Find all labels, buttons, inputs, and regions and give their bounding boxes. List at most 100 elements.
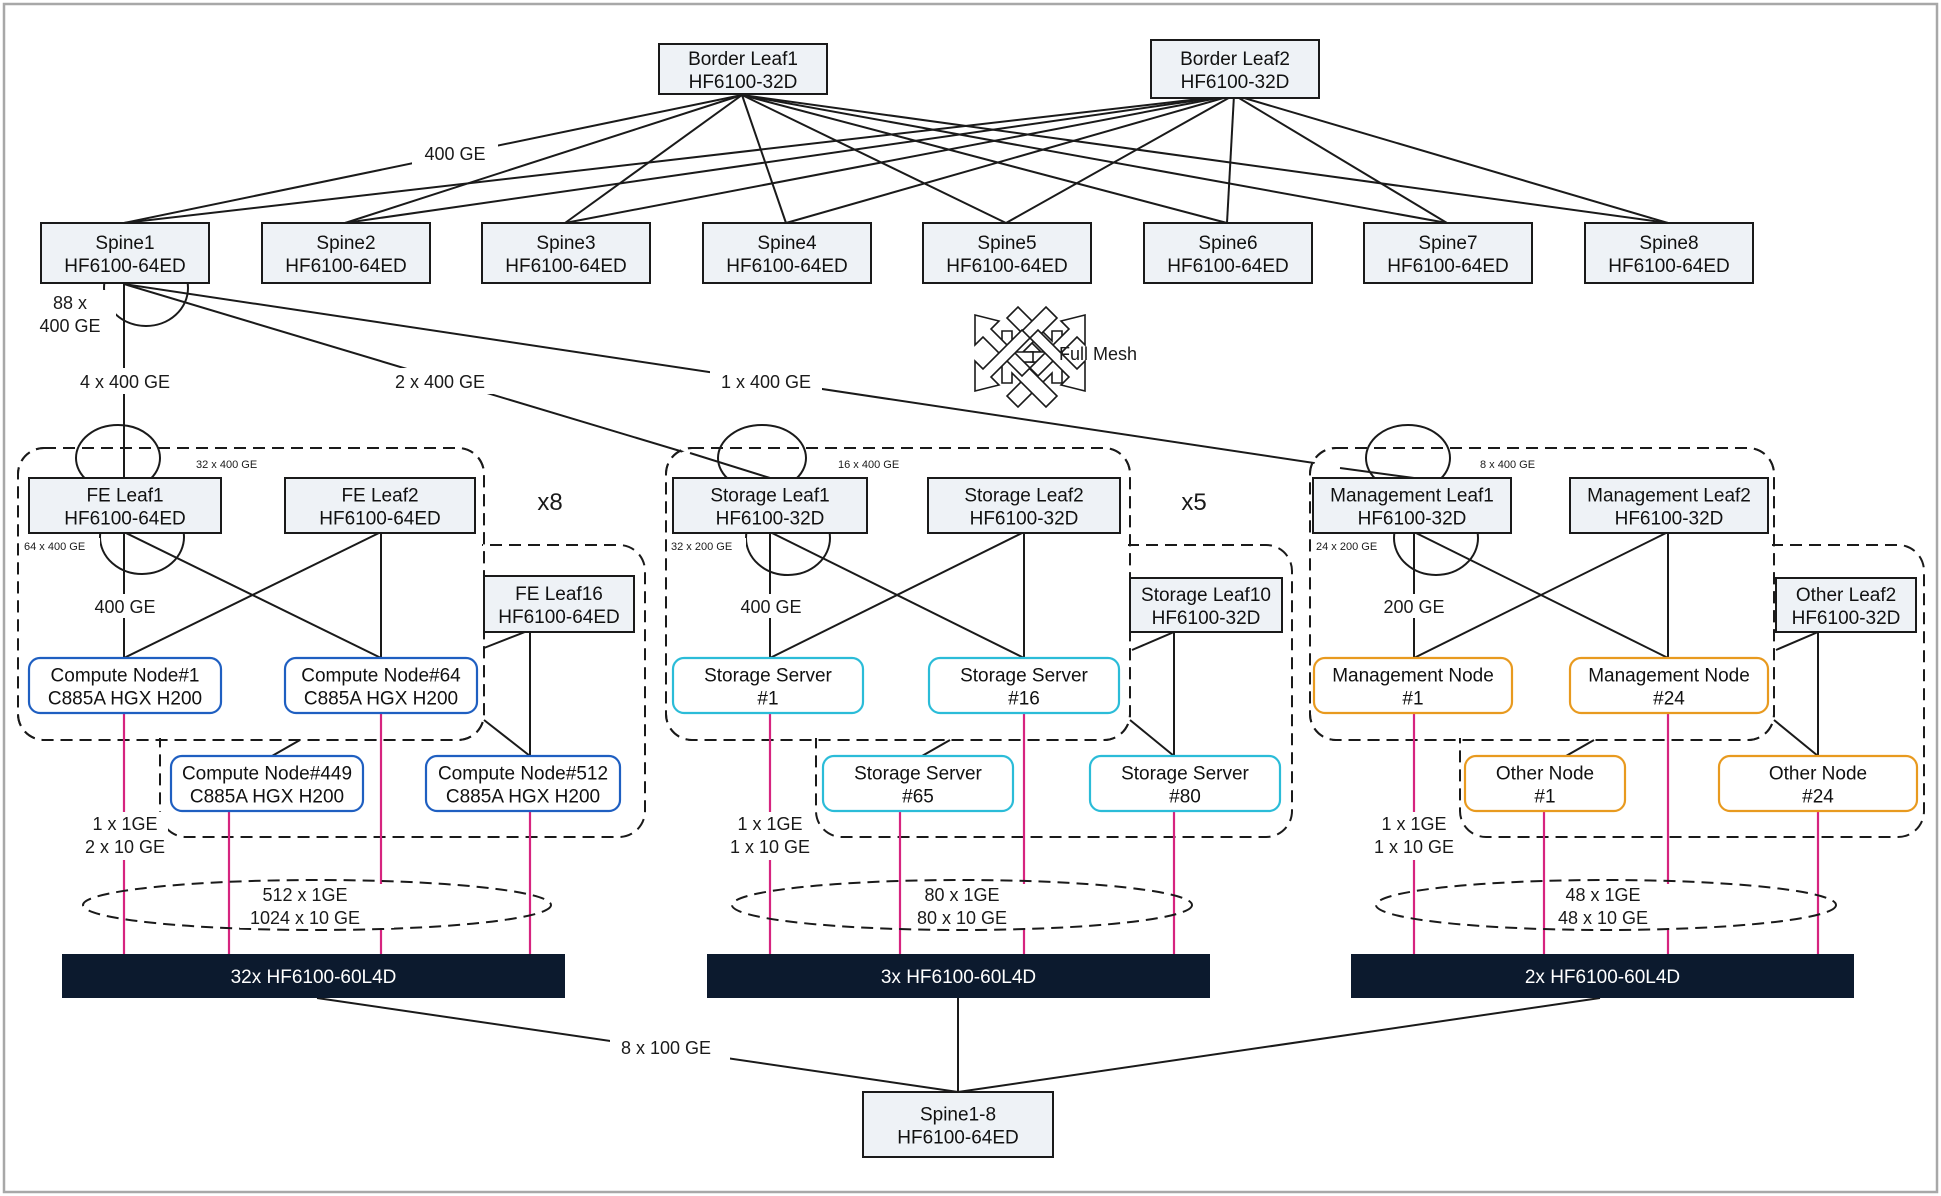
storage-leaf-1-model: HF6100-32D	[716, 509, 825, 530]
other-node-1-model: #1	[1534, 787, 1555, 808]
compute-node-512-model: C885A HGX H200	[446, 787, 600, 808]
spine-7-model: HF6100-64ED	[1387, 256, 1508, 277]
storage-leaf-2-name: Storage Leaf2	[964, 486, 1083, 507]
other-node-1-frame	[1463, 754, 1627, 813]
spine-2-model: HF6100-64ED	[285, 256, 406, 277]
spine-7-frame	[1363, 222, 1533, 284]
storage-multiplier: x5	[1181, 489, 1206, 516]
storage-server-65: Storage Server#65	[821, 754, 1015, 813]
spine-5-frame	[922, 222, 1092, 284]
storage-oob-switch-bar-label: 3x HF6100-60L4D	[881, 967, 1036, 988]
mgmt-mgmt-link-label-b: 1 x 10 GE	[1374, 837, 1454, 857]
storage-leaf-10-name: Storage Leaf10	[1141, 585, 1271, 606]
storage-server-1-model: #1	[757, 689, 778, 710]
fe-leaf-1-name: FE Leaf1	[86, 486, 163, 507]
spine1-ports-label-b: 400 GE	[39, 316, 100, 336]
mgmt-leaf-2-name: Management Leaf2	[1587, 486, 1751, 507]
oob-spine-1-8-frame	[862, 1091, 1054, 1158]
spine-4-frame	[702, 222, 872, 284]
storage-server-65-name: Storage Server	[854, 764, 982, 785]
fe-bundle-label: 32 x 400 GE	[196, 459, 257, 471]
spine-8-name: Spine8	[1639, 233, 1698, 254]
to-mgmt-label-bg	[710, 368, 822, 394]
compute-node-512-name: Compute Node#512	[438, 764, 608, 785]
compute-node-1-frame	[27, 656, 223, 715]
other-node-24-model: #24	[1802, 787, 1834, 808]
other-node-24: Other Node#24	[1717, 754, 1919, 813]
management-node-1: Management Node#1	[1312, 656, 1514, 715]
compute-node-449-model: C885A HGX H200	[190, 787, 344, 808]
storage-server-80: Storage Server#80	[1088, 754, 1282, 813]
fe-oob-switch-bar-frame	[62, 954, 565, 998]
border-leaf-2-frame	[1150, 39, 1320, 99]
mgmt-node-link-label: 200 GE	[1383, 597, 1444, 617]
fe-leaf-2-name: FE Leaf2	[341, 486, 418, 507]
management-node-1-model: #1	[1402, 689, 1423, 710]
storage-server-80-name: Storage Server	[1121, 764, 1249, 785]
storage-total-b: 80 x 10 GE	[917, 908, 1007, 928]
fe-mgmt-link-label-a: 1 x 1GE	[92, 814, 157, 834]
storage-leaf-1-name: Storage Leaf1	[710, 486, 829, 507]
fe-leaf-1-model: HF6100-64ED	[64, 509, 185, 530]
border-uplink-label-bg	[412, 140, 498, 166]
management-node-24-model: #24	[1653, 689, 1685, 710]
management-node-24-frame	[1568, 656, 1770, 715]
storage-mgmt-link-label-b: 1 x 10 GE	[730, 837, 810, 857]
to-storage-label-bg	[384, 368, 496, 394]
storage-leaf-1-frame	[672, 477, 868, 534]
fe-mgmt-link-label-b: 2 x 10 GE	[85, 837, 165, 857]
compute-node-449-frame	[169, 754, 365, 813]
mgmt-total-a: 48 x 1GE	[1565, 885, 1640, 905]
storage-oob-switch-bar-frame	[707, 954, 1210, 998]
management-node-1-name: Management Node	[1332, 666, 1494, 687]
other-node-24-name: Other Node	[1769, 764, 1867, 785]
fe-oob-total-ellipse	[82, 879, 552, 931]
oob-spine-1-8-model: HF6100-64ED	[897, 1128, 1018, 1149]
spine-4-name: Spine4	[757, 233, 817, 254]
mgmt-mgmt-link-bg	[1370, 812, 1458, 860]
fe-total-b: 1024 x 10 GE	[250, 908, 360, 928]
storage-server-65-model: #65	[902, 787, 934, 808]
spine1-ports-bg	[34, 290, 116, 338]
storage-leaf-2-frame	[927, 477, 1121, 534]
mgmt-leaf-2-frame	[1569, 477, 1769, 534]
spine-6-model: HF6100-64ED	[1167, 256, 1288, 277]
border-uplink-label: 400 GE	[424, 144, 485, 164]
storage-oob-switch-bar: 3x HF6100-60L4D	[707, 954, 1210, 998]
border-leaf-2-name: Border Leaf2	[1180, 49, 1290, 70]
spine-5-name: Spine5	[977, 233, 1036, 254]
management-node-24-name: Management Node	[1588, 666, 1750, 687]
mgmt-group: 8 x 400 GE 24 x 200 GE 200 GE	[1314, 424, 1819, 757]
border-leaf-1-model: HF6100-32D	[689, 72, 798, 93]
full-mesh-arrows-icon	[974, 305, 1086, 409]
to-fe-label-bg	[70, 368, 182, 394]
storage-total-bg	[902, 884, 1028, 928]
oob-spine-1-8-name: Spine1-8	[920, 1105, 996, 1126]
spine-6-frame	[1143, 222, 1313, 284]
spine1-to-storage-link	[689, 452, 771, 479]
storage-server-16-model: #16	[1008, 689, 1040, 710]
border-leaf-2-model: HF6100-32D	[1181, 72, 1290, 93]
spine-1-model: HF6100-64ED	[64, 256, 185, 277]
mgmt-leaf-ports-bg	[1314, 538, 1392, 554]
spine-4-model: HF6100-64ED	[726, 256, 847, 277]
fe-multiplier: x8	[537, 489, 562, 516]
storage-bundle-label: 16 x 400 GE	[838, 459, 899, 471]
to-mgmt-label: 1 x 400 GE	[721, 372, 811, 392]
other-node-1: Other Node#1	[1463, 754, 1627, 813]
